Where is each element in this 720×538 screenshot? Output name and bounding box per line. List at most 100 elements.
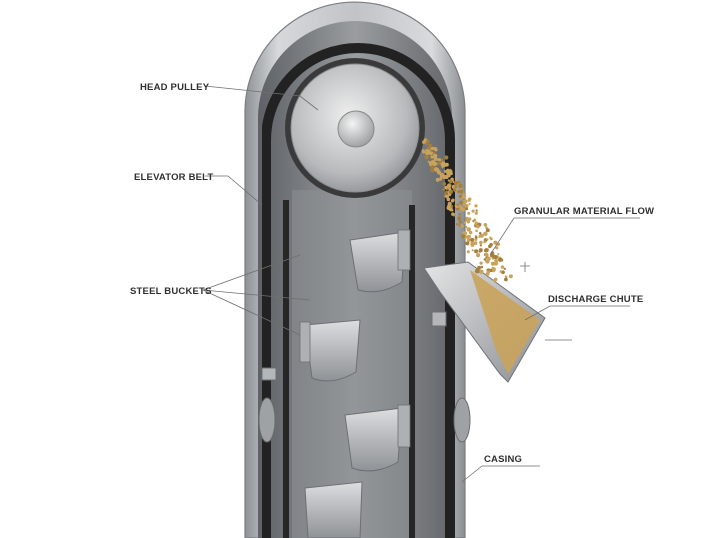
grain-particle <box>457 216 462 221</box>
elevator-belt <box>262 43 455 538</box>
grain-particle <box>470 237 475 242</box>
label-head-pulley: HEAD PULLEY <box>140 82 210 93</box>
grain-particle <box>468 202 471 206</box>
grain-particle <box>453 180 459 186</box>
grain-particle <box>491 267 496 272</box>
grain-particle <box>503 267 506 270</box>
grain-particle <box>426 139 430 143</box>
grain-particle <box>508 274 513 279</box>
grain-particle <box>493 240 498 245</box>
grain-particle <box>439 177 443 181</box>
grain-particle <box>444 162 449 167</box>
grain-particle <box>504 275 508 279</box>
grain-particle <box>439 172 444 178</box>
grain-particle <box>445 190 448 194</box>
grain-particle <box>476 225 480 229</box>
grain-particle <box>448 189 454 194</box>
grain-particle <box>475 209 478 212</box>
grain-particle <box>451 198 455 202</box>
grain-particle <box>436 170 442 175</box>
grain-particle <box>489 236 492 239</box>
grain-particle <box>474 211 478 215</box>
leader-discharge-chute <box>524 305 630 321</box>
grain-particle <box>446 205 451 211</box>
grain-particle <box>485 256 488 259</box>
grain-particle <box>478 249 482 253</box>
grain-particle <box>422 150 426 154</box>
grain-particle <box>444 194 448 198</box>
grain-particle <box>441 166 444 169</box>
grain-particle <box>458 220 462 224</box>
grain-particle <box>484 252 489 258</box>
grain-particle <box>449 179 453 184</box>
casing-port-left <box>258 397 276 443</box>
grain-particle <box>493 278 497 283</box>
grain-particle <box>442 182 447 186</box>
grain-particle <box>474 204 478 208</box>
grain-particle <box>458 183 463 188</box>
bucket-bottom <box>304 481 363 538</box>
grain-particle <box>474 249 479 254</box>
grain-particle <box>476 253 481 258</box>
grain-particle <box>485 226 488 229</box>
grain-particle <box>447 201 452 206</box>
leader-casing <box>461 465 540 483</box>
grain-particle <box>497 252 500 256</box>
grain-particle <box>473 241 478 246</box>
grain-particle <box>444 155 449 160</box>
grain-particle <box>448 187 452 191</box>
grain-particle <box>444 185 448 190</box>
grain-particle <box>453 213 456 216</box>
grain-particle <box>430 146 435 151</box>
grain-particle <box>449 169 453 173</box>
grain-particle <box>462 203 466 206</box>
grain-particle <box>471 249 474 252</box>
casing-port-right <box>453 397 471 443</box>
grain-particle <box>454 176 458 180</box>
label-granular-flow: GRANULAR MATERIAL FLOW <box>514 206 654 217</box>
bucket-upper <box>349 229 411 293</box>
grain-particle <box>461 234 466 239</box>
label-casing: CASING <box>484 454 522 465</box>
grain-particle <box>478 231 482 235</box>
grain-particle <box>483 231 488 237</box>
grain-particle <box>473 218 477 222</box>
grain-particle <box>425 150 430 155</box>
grain-particle <box>432 161 438 167</box>
grain-particle <box>453 188 457 192</box>
grain-particle <box>460 224 464 228</box>
grain-particle <box>485 228 490 233</box>
chute-grain-fill <box>470 270 540 374</box>
leader-buckets-2 <box>202 289 311 301</box>
grain-particle <box>483 248 489 253</box>
grain-particle <box>478 235 482 238</box>
grain-particle <box>424 154 430 160</box>
grain-particle <box>466 250 470 254</box>
grain-particle <box>470 243 474 247</box>
grain-particle <box>425 149 428 152</box>
leader-elevator-belt <box>205 175 263 206</box>
grain-particle <box>499 258 504 262</box>
grain-particle <box>483 258 487 261</box>
grain-particle <box>479 244 482 247</box>
grain-particle <box>442 188 445 192</box>
grain-particle <box>468 217 472 221</box>
grain-particle <box>430 155 434 159</box>
label-elevator-belt: ELEVATOR BELT <box>134 172 213 183</box>
grain-particle <box>434 157 438 161</box>
label-discharge-chute: DISCHARGE CHUTE <box>548 294 643 305</box>
grain-particle <box>430 164 435 169</box>
leader-buckets-3 <box>202 289 301 336</box>
grain-particle <box>483 240 486 244</box>
grain-particle <box>441 158 444 161</box>
grain-particle <box>457 180 461 184</box>
grain-particle <box>436 162 440 166</box>
grain-particle <box>437 158 440 161</box>
grain-particle <box>493 261 499 266</box>
grain-particle <box>431 169 434 172</box>
grain-particle <box>486 270 491 274</box>
grain-particle <box>459 200 463 205</box>
grain-particle <box>474 235 478 239</box>
